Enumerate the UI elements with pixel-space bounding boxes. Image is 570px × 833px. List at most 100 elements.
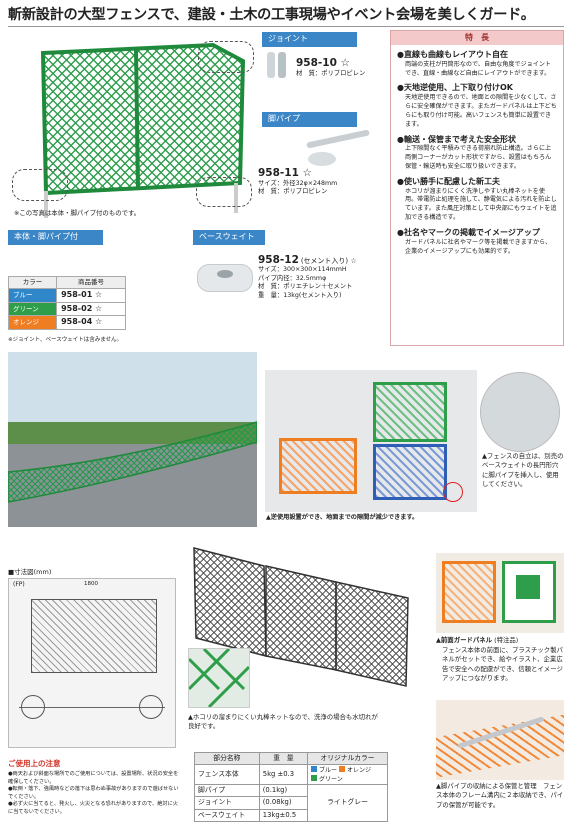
spec-weight: 5kg ±0.3 bbox=[258, 764, 309, 786]
feature-item: ●輸送・保管まで考えた安全形状 上下隙間なく平積みできる荷崩れ防止構造。さらに上… bbox=[397, 135, 557, 172]
spec-header-weight: 重 量 bbox=[258, 751, 309, 766]
color-table-header-code: 商品番号 bbox=[56, 276, 126, 289]
table-row: ブルー 958-01 ☆ bbox=[7, 287, 126, 303]
storage-caption: ▲脚パイプの収納による保管と管理 フェンス本体のフレーム溝内に２本収納でき、パイ… bbox=[436, 782, 564, 809]
page-title: 斬新設計の大型フェンスで、建設・土木の工事現場やイベント会場を美しくガード。 bbox=[8, 7, 535, 23]
feature-item: ●直線も曲線もレイアウト自在 両端の支柱が円筒形なので、自由な角度でジョイントで… bbox=[397, 50, 557, 78]
code-cell: 958-02 ☆ bbox=[56, 301, 126, 317]
feature-body: 両端の支柱が円筒形なので、自由な角度でジョイントでき、直線・曲線など自由にレイア… bbox=[405, 60, 552, 77]
pipe-model: 958-11 ☆ bbox=[258, 167, 312, 179]
guard-panel-caption: フェンス本体の前面に、プラスチック製パネルがセットでき、絵やイラスト、企業広告で… bbox=[442, 646, 563, 682]
feature-heading: ●使い勝手に配慮した新工夫 bbox=[397, 176, 500, 186]
guard-panel-caption-note: (特注品) bbox=[494, 636, 519, 644]
weight-tag: ベースウェイト bbox=[193, 230, 265, 245]
weight-size: サイズ：300×300×114mmH bbox=[258, 266, 347, 273]
dimension-width: 1800 bbox=[84, 581, 98, 587]
color-blue-label: ブルー bbox=[319, 767, 338, 775]
joint-material: 材 質：ポリプロピレン bbox=[296, 70, 366, 77]
main-photo-note: ※この写真は本体・脚パイプ付のものです。 bbox=[14, 209, 141, 217]
spec-header-name: 部分名称 bbox=[194, 751, 260, 766]
title-underline bbox=[8, 26, 564, 27]
color-green-label: グリーン bbox=[319, 775, 343, 783]
spec-header-color: オリジナルカラー bbox=[307, 751, 388, 766]
table-row: グリーン 958-02 ☆ bbox=[7, 301, 126, 317]
inverted-caption: ▲逆使用設置ができ、地面までの隙間が減少できます。 bbox=[266, 514, 419, 521]
color-table-header-color: カラー bbox=[7, 276, 58, 289]
joint-highlight-top bbox=[198, 41, 254, 73]
body-tag: 本体・脚パイプ付 bbox=[8, 230, 103, 245]
weight-weight: 重 量：13kg(セメント入り) bbox=[258, 292, 342, 299]
weight-model-note: (セメント入り) ☆ bbox=[300, 257, 357, 265]
spec-body-colors: ブルー オレンジ グリーン bbox=[307, 764, 388, 786]
connected-fence-illustration bbox=[186, 538, 426, 706]
feature-heading: ●社名やマークの掲載でイメージアップ bbox=[397, 227, 540, 237]
spec-table: 部分名称 重 量 オリジナルカラー フェンス本体 5kg ±0.3 ブルー オレ… bbox=[194, 751, 388, 822]
table-row: ベースウェイト 13kg±0.5 bbox=[194, 808, 388, 822]
color-table-note: ※ジョイント、ベースウェイトは含みません。 bbox=[8, 337, 123, 343]
feature-body: 天地逆使用できるので、地面との隙間を少なくして、さらに安全確保ができます。またガ… bbox=[405, 94, 557, 128]
pipe-material: 材 質：ポリプロピレン bbox=[258, 188, 328, 195]
pipe-tag: 脚パイプ bbox=[262, 112, 357, 127]
table-row: フェンス本体 5kg ±0.3 ブルー オレンジ グリーン bbox=[194, 764, 388, 786]
feature-item: ●使い勝手に配慮した新工夫 ホコリが溜まりにくく洗浄しやすい丸棒ネットを使用。帯… bbox=[397, 177, 557, 223]
joint-image bbox=[264, 50, 292, 82]
pipe-highlight-right bbox=[196, 177, 252, 207]
pipe-highlight-left bbox=[12, 169, 68, 201]
spec-accessory-color: ライトグレー bbox=[307, 784, 388, 822]
pipe-size: サイズ：外径32φ×248mm bbox=[258, 180, 338, 187]
caution-line: ●転倒・落下、強風時などの落下は思わぬ事故がありますので遊ばせないでください。 bbox=[8, 786, 179, 800]
joint-model: 958-10 ☆ bbox=[296, 57, 350, 69]
feature-item: ●天地逆使用、上下取り付けOK 天地逆使用できるので、地面との隙間を少なくして、… bbox=[397, 83, 557, 129]
street-photo bbox=[8, 352, 257, 527]
color-cell-blue: ブルー bbox=[7, 287, 58, 303]
caution-line: ●両天および斜面な場所でのご使用については、設置場所、状況の安全を確保してくださ… bbox=[8, 771, 179, 785]
features-box: 特 長 ●直線も曲線もレイアウト自在 両端の支柱が円筒形なので、自由な角度でジョ… bbox=[390, 30, 564, 346]
weight-detail-photo bbox=[480, 372, 560, 452]
guard-panel-caption-title: ▲前面ガードパネル bbox=[436, 636, 493, 644]
feature-heading: ●輸送・保管まで考えた安全形状 bbox=[397, 134, 516, 144]
stand-highlight-circle bbox=[443, 482, 463, 502]
feature-item: ●社名やマークの掲載でイメージアップ ガードパネルに社名やマーク等を掲載できます… bbox=[397, 228, 557, 256]
feature-body: ホコリが溜まりにくく洗浄しやすい丸棒ネットを使用。帯電防止処理を施して、静電気に… bbox=[405, 187, 557, 222]
pipe-image bbox=[300, 129, 372, 170]
spec-weight: 13kg±0.5 bbox=[258, 808, 309, 822]
spec-name: ベースウェイト bbox=[194, 808, 260, 822]
guard-panel-caption-head: ▲前面ガードパネル (特注品) bbox=[436, 636, 518, 645]
guard-panel-photo bbox=[436, 553, 564, 633]
dimension-drawing: (FP) 1800 bbox=[8, 578, 176, 748]
pipe-storage-photo bbox=[436, 700, 564, 780]
spec-name: フェンス本体 bbox=[194, 764, 260, 786]
table-row: オレンジ 958-04 ☆ bbox=[7, 315, 126, 331]
weight-model-line: 958-12 (セメント入り) ☆ bbox=[258, 253, 357, 267]
color-cell-orange: オレンジ bbox=[7, 315, 58, 331]
spec-name: ジョイント bbox=[194, 796, 260, 810]
cautions-head: ご使用上の注意 bbox=[8, 759, 61, 768]
weight-model: 958-12 bbox=[258, 254, 299, 266]
net-closeup-photo bbox=[187, 647, 251, 709]
weight-pipe-dia: パイプ内径：32.5mmφ bbox=[258, 275, 327, 282]
spec-weight: (0.1kg) bbox=[258, 784, 309, 798]
dimension-fp: (FP) bbox=[13, 581, 25, 588]
feature-body: 上下隙間なく平積みできる荷崩れ防止構造。さらに上両側コーナーがカット形状ですから… bbox=[405, 145, 552, 171]
weight-material: 材 質：ポリエチレン＋セメント bbox=[258, 283, 353, 290]
spec-weight: (0.08kg) bbox=[258, 796, 309, 810]
table-row: 脚パイプ (0.1kg) ライトグレー bbox=[194, 784, 388, 822]
color-table: カラー 商品番号 ブルー 958-01 ☆ グリーン 958-02 ☆ オレンジ… bbox=[7, 276, 126, 331]
inverted-use-photo bbox=[265, 370, 477, 512]
main-fence-photo: ※この写真は本体・脚パイプ付のものです。 bbox=[8, 33, 257, 223]
spec-name: 脚パイプ bbox=[194, 784, 260, 798]
net-caption: ▲ホコリの溜まりにくい丸棒ネットなので、洗浄の場合も水切れが良好です。 bbox=[188, 713, 378, 731]
feature-heading: ●直線も曲線もレイアウト自在 bbox=[397, 50, 508, 59]
feature-body: ガードパネルに社名やマーク等を掲載できますから、企業のイメージアップにも効果的で… bbox=[405, 238, 552, 255]
code-cell: 958-01 ☆ bbox=[56, 287, 126, 303]
features-head: 特 長 bbox=[391, 31, 563, 45]
feature-heading: ●天地逆使用、上下取り付けOK bbox=[397, 83, 513, 93]
stand-caption: ▲フェンスの自立は、別売のベースウェイトの長円形穴に脚パイプを挿入し、使用してく… bbox=[482, 452, 564, 488]
dimension-head: ■寸法図(mm) bbox=[8, 568, 52, 576]
code-cell: 958-04 ☆ bbox=[56, 315, 126, 331]
color-orange-label: オレンジ bbox=[346, 767, 371, 775]
caution-line: ●必ず火に当てると、発火し、火災となる恐れがありますので、絶対に火に当てないでく… bbox=[8, 801, 178, 815]
color-cell-green: グリーン bbox=[7, 301, 58, 317]
joint-tag: ジョイント bbox=[262, 32, 357, 47]
weight-image bbox=[195, 254, 255, 294]
